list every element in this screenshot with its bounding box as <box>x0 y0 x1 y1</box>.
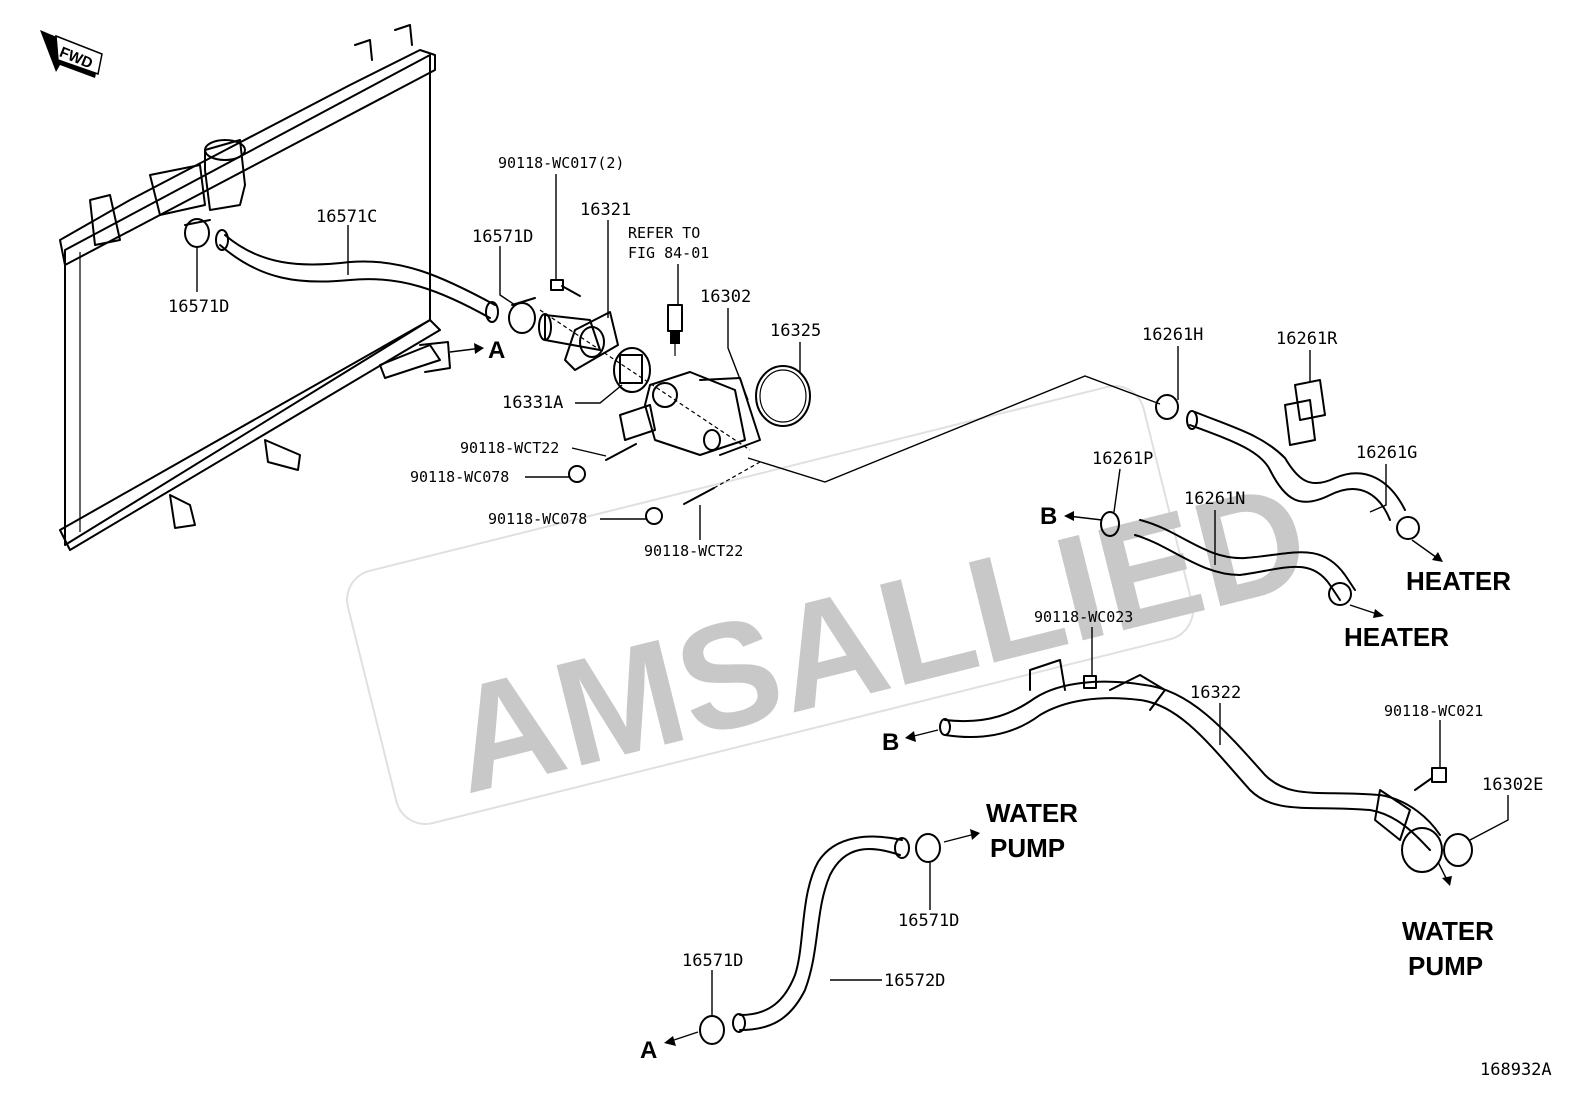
clip-heater-1 <box>1396 516 1420 540</box>
sensor-icon <box>667 304 683 356</box>
label-90118-WC017: 90118-WC017(2) <box>498 154 624 172</box>
label-16321: 16321 <box>580 200 631 220</box>
callout-A-top: A <box>488 337 505 364</box>
callout-heater-2: HEATER <box>1344 622 1449 652</box>
clip-heater-2 <box>1328 582 1352 606</box>
label-90118-WC023: 90118-WC023 <box>1034 608 1133 626</box>
callout-water-pump-2a: WATER <box>1402 916 1494 946</box>
clip-16571D-left <box>184 218 211 248</box>
stud-90118-WCT22-a <box>605 443 637 461</box>
gasket-16325 <box>755 365 811 427</box>
water-outlet-16321 <box>538 311 619 371</box>
label-90118-WC078-a: 90118-WC078 <box>410 468 509 486</box>
callout-B-top: B <box>1040 503 1057 530</box>
hose-16571C <box>219 244 491 319</box>
label-90118-WC078-b: 90118-WC078 <box>488 510 587 528</box>
label-16571D-bottom: 16571D <box>682 951 743 971</box>
callout-water-pump-2b: PUMP <box>1408 951 1483 981</box>
label-fig-84-01: FIG 84-01 <box>628 244 709 262</box>
water-inlet-housing-16302 <box>619 371 761 456</box>
water-pipe-16322 <box>939 659 1443 873</box>
bolt-90118-WC017 <box>550 279 581 297</box>
clip-16261P <box>1100 511 1120 537</box>
label-16302: 16302 <box>700 287 751 307</box>
callouts: A A B B HEATER HEATER WATER PUMP WATER P… <box>488 337 1511 1064</box>
clip-16261H <box>1155 394 1179 420</box>
label-16325: 16325 <box>770 321 821 341</box>
label-16261H: 16261H <box>1142 325 1203 345</box>
label-16572D: 16572D <box>884 971 945 991</box>
leader-16261H <box>747 375 1161 483</box>
stud-90118-WCT22-b <box>683 487 715 505</box>
label-16571D-top: 16571D <box>472 227 533 247</box>
label-16571C: 16571C <box>316 207 377 227</box>
figure-code: 168932A <box>1480 1060 1552 1080</box>
label-refer-to: REFER TO <box>628 224 700 242</box>
label-16322: 16322 <box>1190 683 1241 703</box>
clip-16571D-bottom <box>699 1015 725 1045</box>
clip-16571D-mid <box>915 833 941 863</box>
callout-heater-1: HEATER <box>1406 566 1511 596</box>
flow-arrows <box>449 343 1452 1046</box>
label-16261N: 16261N <box>1184 489 1245 509</box>
nut-90118-WC078-a <box>568 465 586 483</box>
label-90118-WC021: 90118-WC021 <box>1384 702 1483 720</box>
label-90118-WCT22-b: 90118-WCT22 <box>644 542 743 560</box>
hose-16261G <box>1189 424 1391 521</box>
nut-90118-WC078-b <box>645 507 663 525</box>
label-16331A: 16331A <box>502 393 563 413</box>
leader-lines <box>196 174 1509 1016</box>
clip-16571D-right <box>508 297 536 334</box>
thermostat-16331A <box>613 347 651 393</box>
callout-water-pump-1a: WATER <box>986 798 1078 828</box>
bolt-90118-WC021 <box>1414 767 1447 791</box>
callout-B-bottom: B <box>882 729 899 756</box>
callout-water-pump-1b: PUMP <box>990 833 1065 863</box>
hose-16261N <box>1134 534 1341 601</box>
label-90118-WCT22-a: 90118-WCT22 <box>460 439 559 457</box>
label-16302E: 16302E <box>1482 775 1543 795</box>
label-16571D-left: 16571D <box>168 297 229 317</box>
hose-16572D <box>732 835 910 1033</box>
label-16261P: 16261P <box>1092 449 1153 469</box>
callout-A-bottom: A <box>640 1037 657 1064</box>
label-16261G: 16261G <box>1356 443 1417 463</box>
bracket-16261R <box>1284 379 1326 446</box>
radiator <box>59 24 451 551</box>
gasket-16302E <box>1443 833 1473 867</box>
fwd-arrow-icon: FWD <box>40 30 103 78</box>
bolt-90118-WC023 <box>1083 675 1097 689</box>
part-labels: 16571C 16571D 16571D 90118-WC017(2) 1632… <box>168 154 1552 1080</box>
label-16261R: 16261R <box>1276 329 1338 349</box>
label-16571D-mid: 16571D <box>898 911 959 931</box>
